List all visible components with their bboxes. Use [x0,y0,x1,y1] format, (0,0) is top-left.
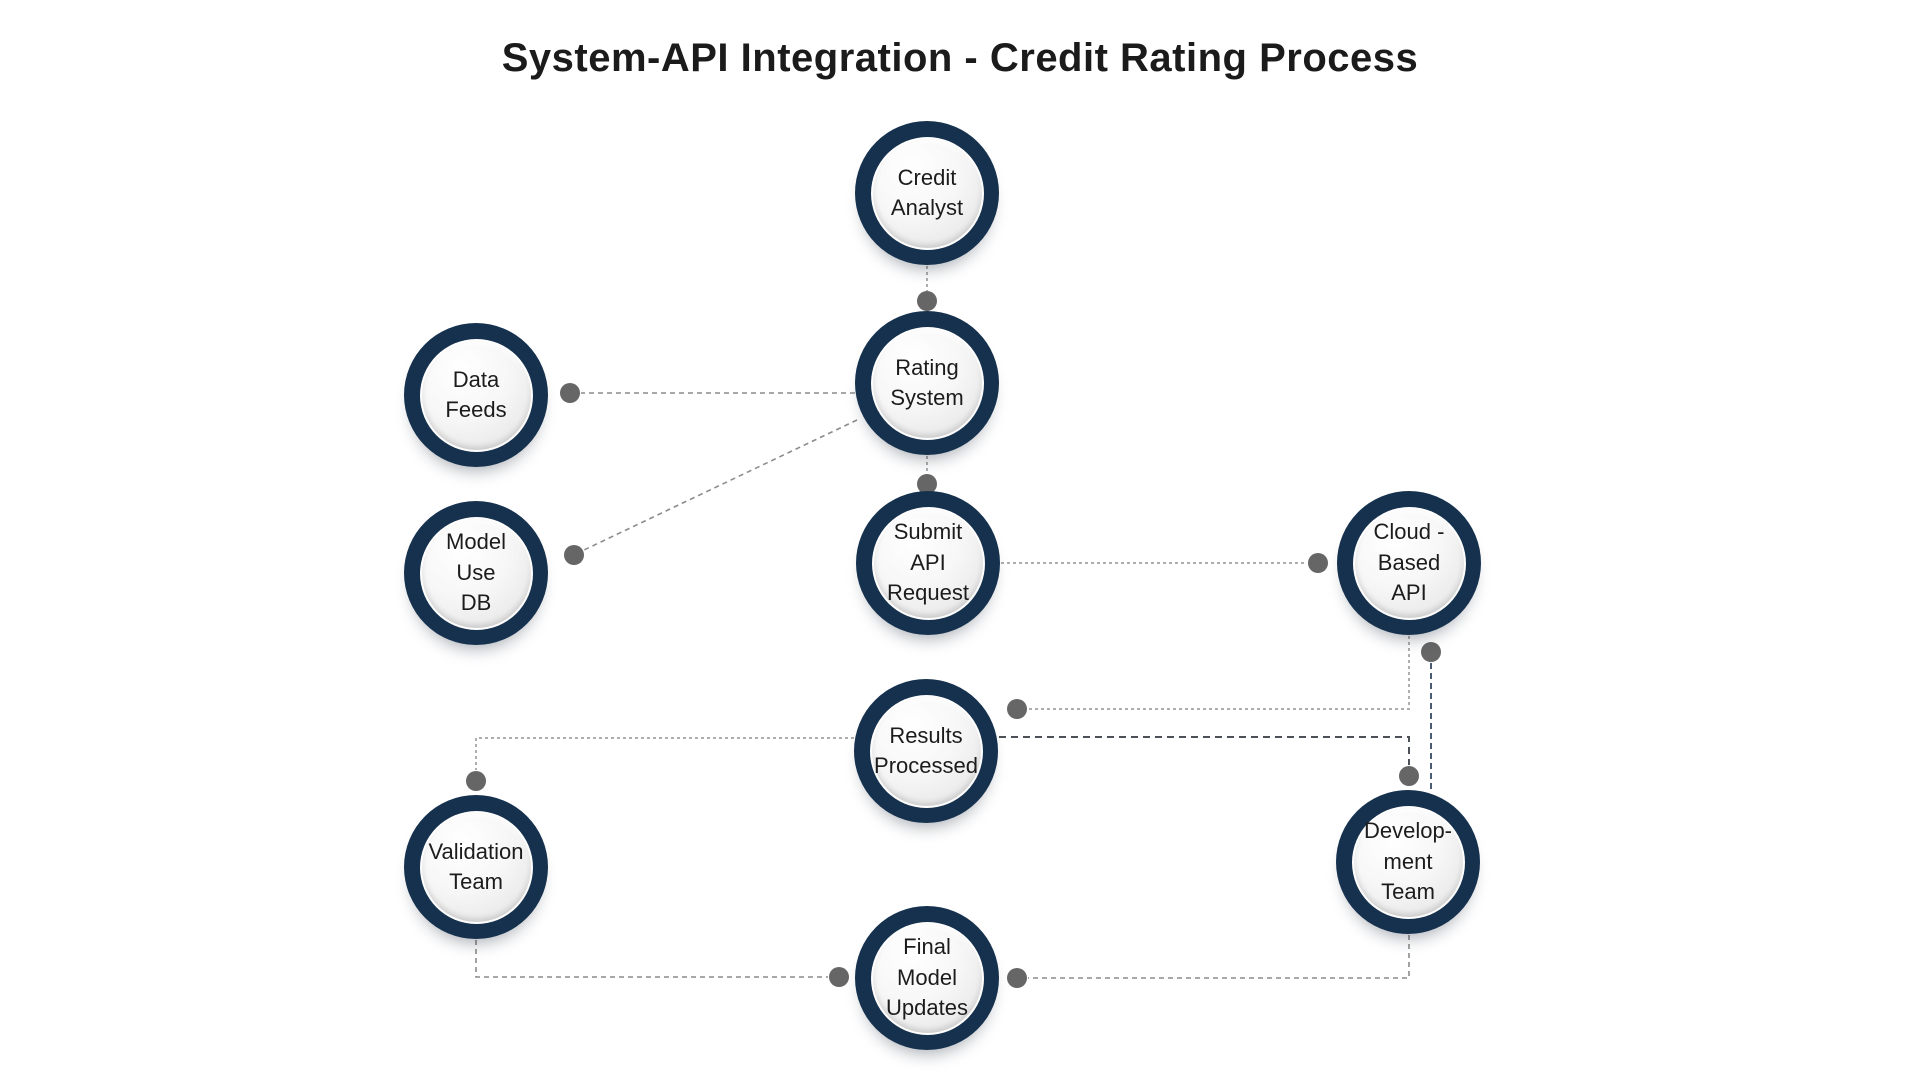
page-title: System-API Integration - Credit Rating P… [501,36,1419,80]
node-development-team: Develop- ment Team [1336,790,1480,934]
node-submit-api-request: Submit API Request [856,491,1000,635]
connector-development-team-final-model-updates [1007,935,1410,988]
node-face: Develop- ment Team [1351,805,1465,919]
connector-dot [917,474,937,494]
node-label: Credit Analyst [890,164,964,220]
connector-dot [917,291,937,311]
node-face: Credit Analyst [870,136,984,250]
connector-dot [1421,642,1441,662]
connector-dot [1399,766,1419,786]
connector-validation-team-final-model-updates [475,940,849,987]
node-face: Cloud - Based API [1352,506,1466,620]
node-face: Submit API Request [871,506,985,620]
node-face: Model Use DB [419,516,533,630]
node-face: Data Feeds [419,338,533,452]
node-final-model-updates: Final Model Updates [855,906,999,1050]
node-label: Data Feeds [445,366,507,422]
connector-cloud-based-api-results-processed [1007,636,1410,719]
node-model-use-db: Model Use DB [404,501,548,645]
node-label: Rating System [890,354,964,410]
node-label: Model Use DB [446,529,506,616]
connector-results-processed-development-team [999,736,1419,786]
connector-dot [829,967,849,987]
connector-dot [1308,553,1328,573]
node-label: Results Processed [874,722,978,778]
connector-dot [466,771,486,791]
connector-dot [564,545,584,565]
node-face: Final Model Updates [870,921,984,1035]
node-label: Final Model Updates [886,934,968,1021]
node-data-feeds: Data Feeds [404,323,548,467]
node-face: Validation Team [419,810,533,924]
connector-rating-system-model-use-db [564,419,858,565]
node-label: Cloud - Based API [1373,519,1445,606]
node-credit-analyst: Credit Analyst [855,121,999,265]
connector-results-processed-validation-team [466,737,854,791]
connector-rating-system-data-feeds [560,383,855,403]
node-results-processed: Results Processed [854,679,998,823]
connector-rating-system-submit-api-request [917,456,937,494]
node-validation-team: Validation Team [404,795,548,939]
node-face: Results Processed [869,694,983,808]
node-rating-system: Rating System [855,311,999,455]
node-label: Validation Team [428,838,524,894]
connector-cloud-based-api-development-team [1421,642,1441,789]
node-face: Rating System [870,326,984,440]
connector-dot [560,383,580,403]
node-label: Submit API Request [887,519,969,606]
node-cloud-based-api: Cloud - Based API [1337,491,1481,635]
connector-submit-api-request-cloud-based-api [1001,553,1328,573]
connector-credit-analyst-rating-system [917,266,937,311]
connector-dot [1007,968,1027,988]
node-label: Develop- ment Team [1363,818,1453,905]
connector-dot [1007,699,1027,719]
